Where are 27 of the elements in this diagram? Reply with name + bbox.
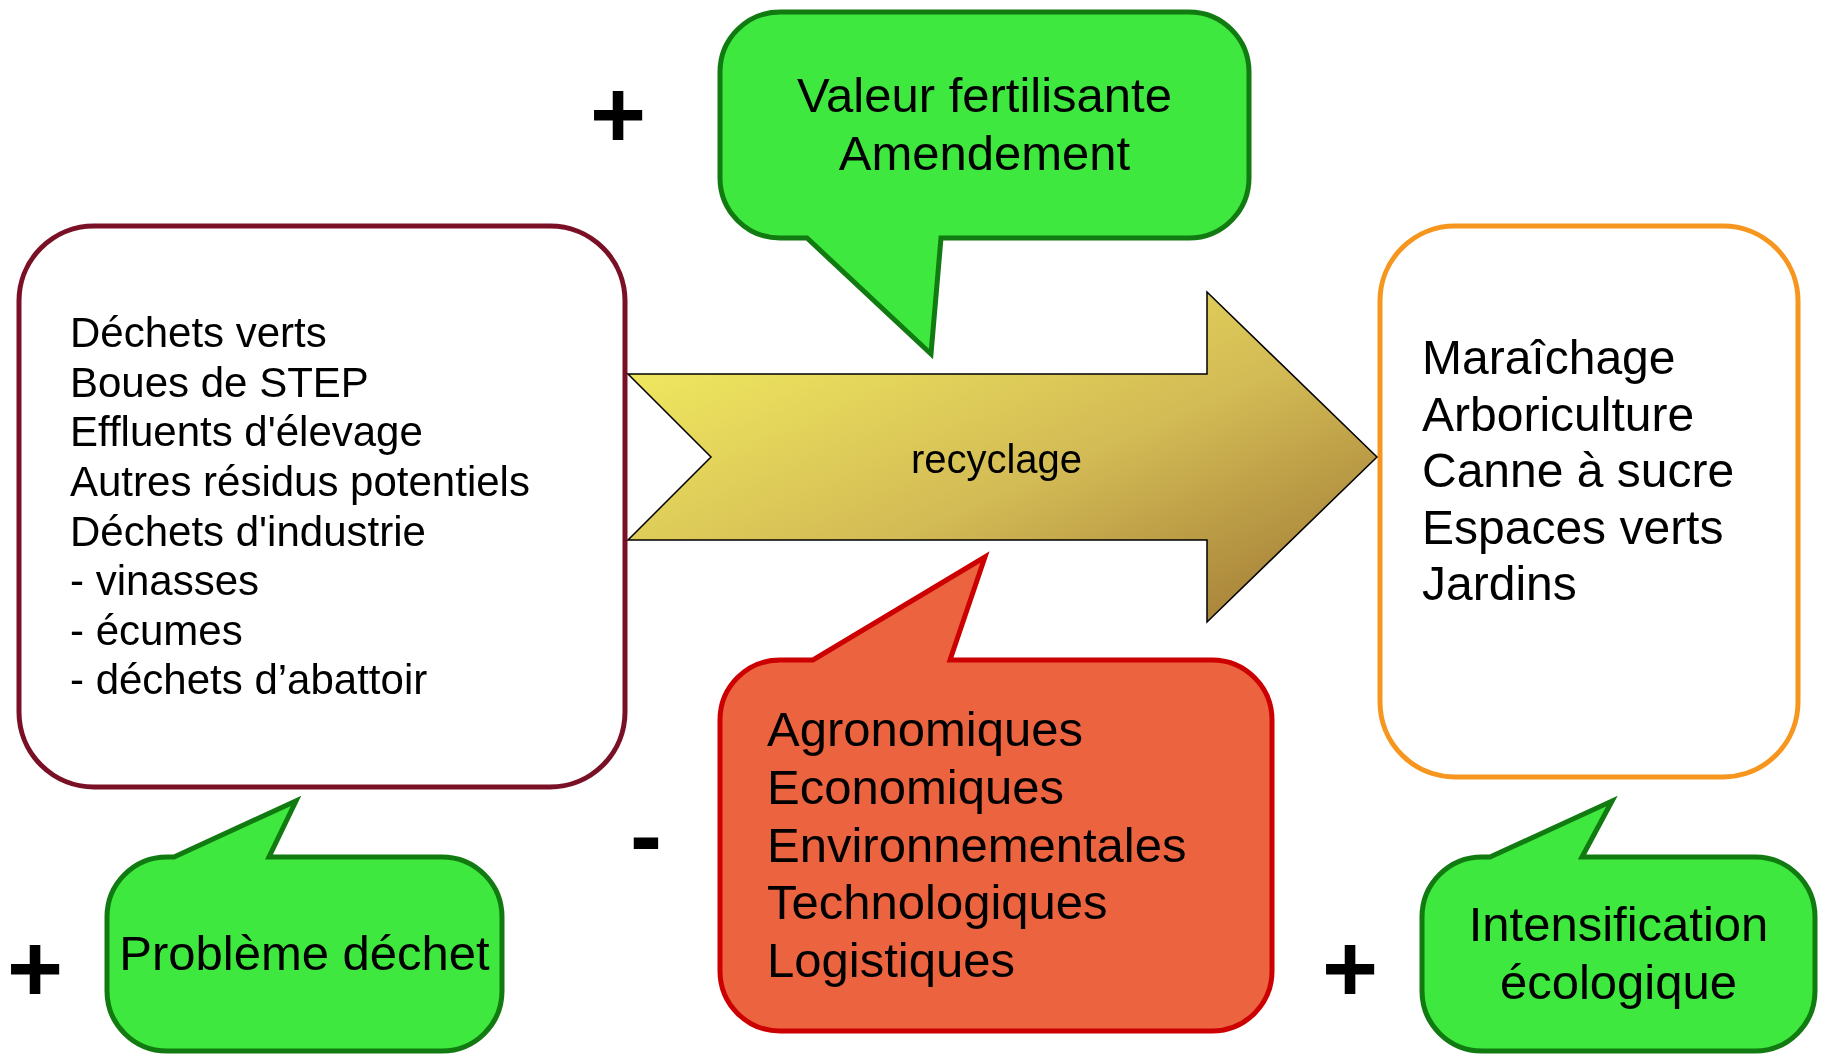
list-item: - écumes — [70, 605, 243, 656]
bubble-text: Problème déchet — [119, 925, 490, 983]
list-item: - vinasses — [70, 556, 260, 606]
list-item: Jardins — [1422, 556, 1577, 613]
list-item: Déchets verts — [70, 308, 327, 358]
list-item: - déchets d’abattoir — [70, 655, 428, 705]
bubble-text: Logistiques — [767, 932, 1015, 990]
minus-sign: - — [630, 787, 662, 883]
plus-sign: + — [1322, 921, 1379, 1017]
bubble-text: Environnementales — [767, 816, 1187, 874]
bubble-text: Economiques — [767, 758, 1064, 816]
bubble-text: Technologiques — [767, 874, 1108, 932]
edge-label: recyclage — [910, 436, 1083, 482]
list-item: Boues de STEP — [70, 357, 369, 408]
list-item: Déchets d'industrie — [70, 506, 426, 557]
list-item: Espaces verts — [1422, 499, 1724, 556]
plus-sign: + — [7, 921, 64, 1017]
bubble-text: Valeur fertilisante Amendement — [796, 67, 1173, 182]
plus-sign: + — [590, 67, 647, 163]
block-arrow — [626, 290, 1379, 624]
list-item: Autres résidus potentiels — [70, 456, 530, 507]
list-item: Maraîchage — [1422, 329, 1676, 386]
bubble-text: Intensification écologique — [1467, 896, 1770, 1011]
bubble-text: Agronomiques — [767, 700, 1083, 758]
list-item: Canne à sucre — [1422, 443, 1735, 500]
list-item: Arboriculture — [1422, 386, 1695, 443]
list-item: Effluents d'élevage — [70, 407, 423, 457]
